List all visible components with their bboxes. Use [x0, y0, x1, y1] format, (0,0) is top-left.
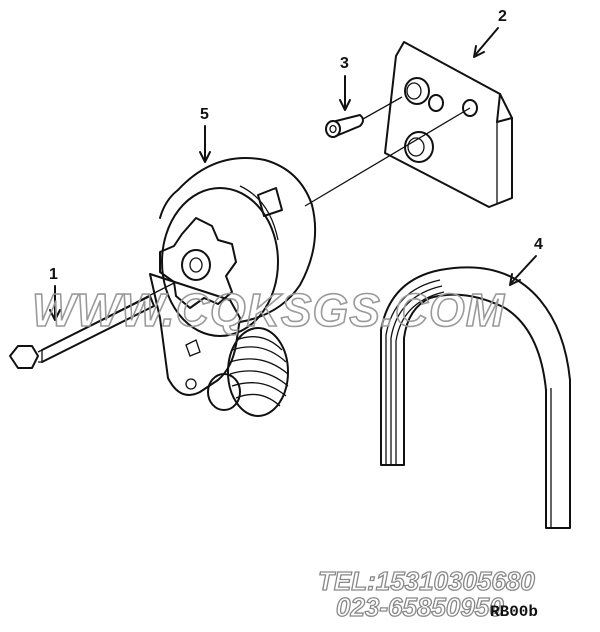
watermark-tel: TEL:15310305680 [318, 566, 535, 596]
poly-v-belt [380, 266, 571, 529]
bolt [9, 295, 155, 369]
svg-text:5: 5 [200, 106, 209, 123]
figure-code: RB00b [490, 603, 538, 621]
belt-tensioner [149, 157, 317, 417]
callout-2: 2 [473, 8, 507, 58]
callout-4: 4 [509, 236, 543, 286]
watermark-site: WWW.CQKSGS.COM [32, 284, 506, 336]
callout-5: 5 [199, 106, 211, 163]
screw [325, 114, 364, 138]
svg-text:4: 4 [534, 236, 543, 253]
callout-1: 1 [49, 266, 61, 321]
svg-text:1: 1 [49, 266, 58, 283]
svg-text:3: 3 [340, 55, 349, 72]
svg-text:2: 2 [498, 8, 507, 25]
mounting-plate [384, 41, 513, 208]
callout-3: 3 [339, 55, 351, 111]
watermark-phone: 023-65850950 [336, 592, 504, 622]
